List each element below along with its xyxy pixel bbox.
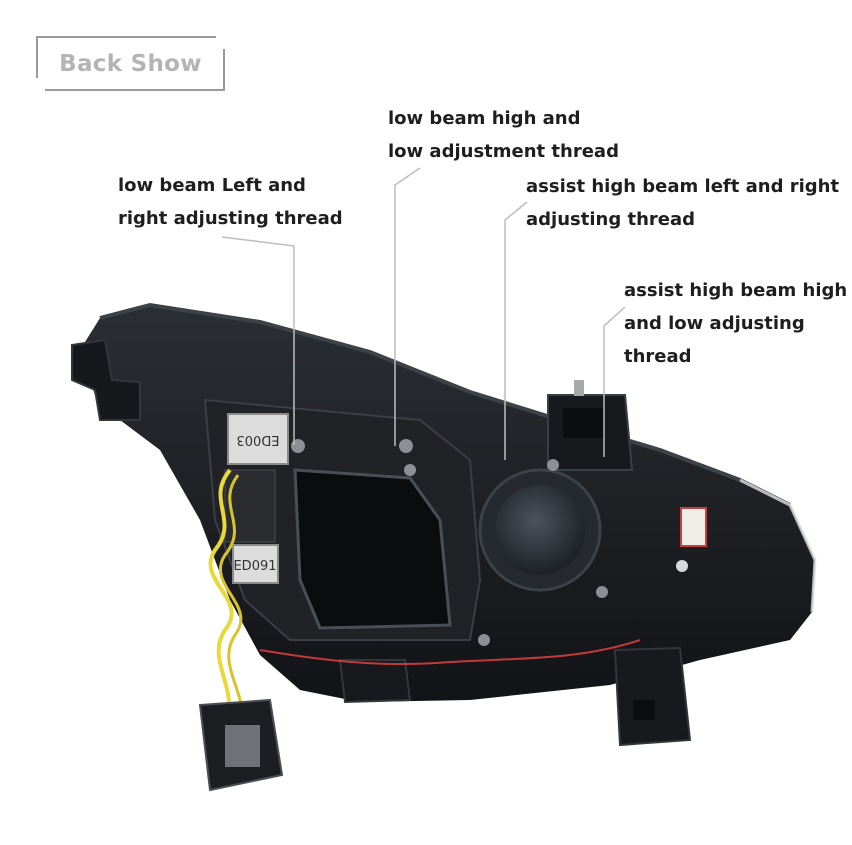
callout-assist-left-right: assist high beam left and right adjustin… [526,170,839,236]
callout-line: assist high beam high [624,280,848,301]
left-mounting-bracket [71,338,141,421]
badge-text: Back Show [59,50,202,77]
sticker-bottom-text: ED091 [233,559,276,574]
callout-line: adjusting thread [526,209,696,230]
callout-line: low adjustment thread [388,141,619,162]
adjusting-screw [291,439,305,453]
leader-line-2 [394,167,421,446]
callout-line: assist high beam left and right [526,176,840,197]
wiring-harness [208,468,234,721]
adjusting-screw [404,464,416,476]
callout-line: and low adjusting [624,313,805,334]
callout-line: low beam Left and [118,175,306,196]
bottom-bracket-left [338,659,412,704]
callout-line: low beam high and [388,108,581,129]
badge-corner-top-left [36,36,216,78]
adjusting-screw [547,459,559,471]
sticker-top-text: ED003 [236,432,279,447]
ballast-module-top [227,413,289,465]
low-beam-cover-opening [293,468,452,630]
bottom-bracket-right [613,646,692,747]
leader-line-1 [221,236,295,445]
ballast-module-bottom [232,544,279,584]
callout-line: thread [624,346,692,367]
callout-assist-high-low: assist high beam high and low adjusting … [624,274,847,373]
callout-line: right adjusting thread [118,208,343,229]
leader-line-3 [504,201,528,460]
adjusting-screw [478,634,490,646]
badge-corner-bottom-right [45,49,225,91]
warning-sticker [680,507,707,547]
callout-low-beam-high-low: low beam high and low adjustment thread [388,102,619,168]
leader-line-4 [603,306,626,457]
adjusting-screw [596,586,608,598]
adjusting-screw [399,439,413,453]
back-show-badge: Back Show [36,36,225,91]
callout-low-beam-left-right: low beam Left and right adjusting thread [118,169,343,235]
